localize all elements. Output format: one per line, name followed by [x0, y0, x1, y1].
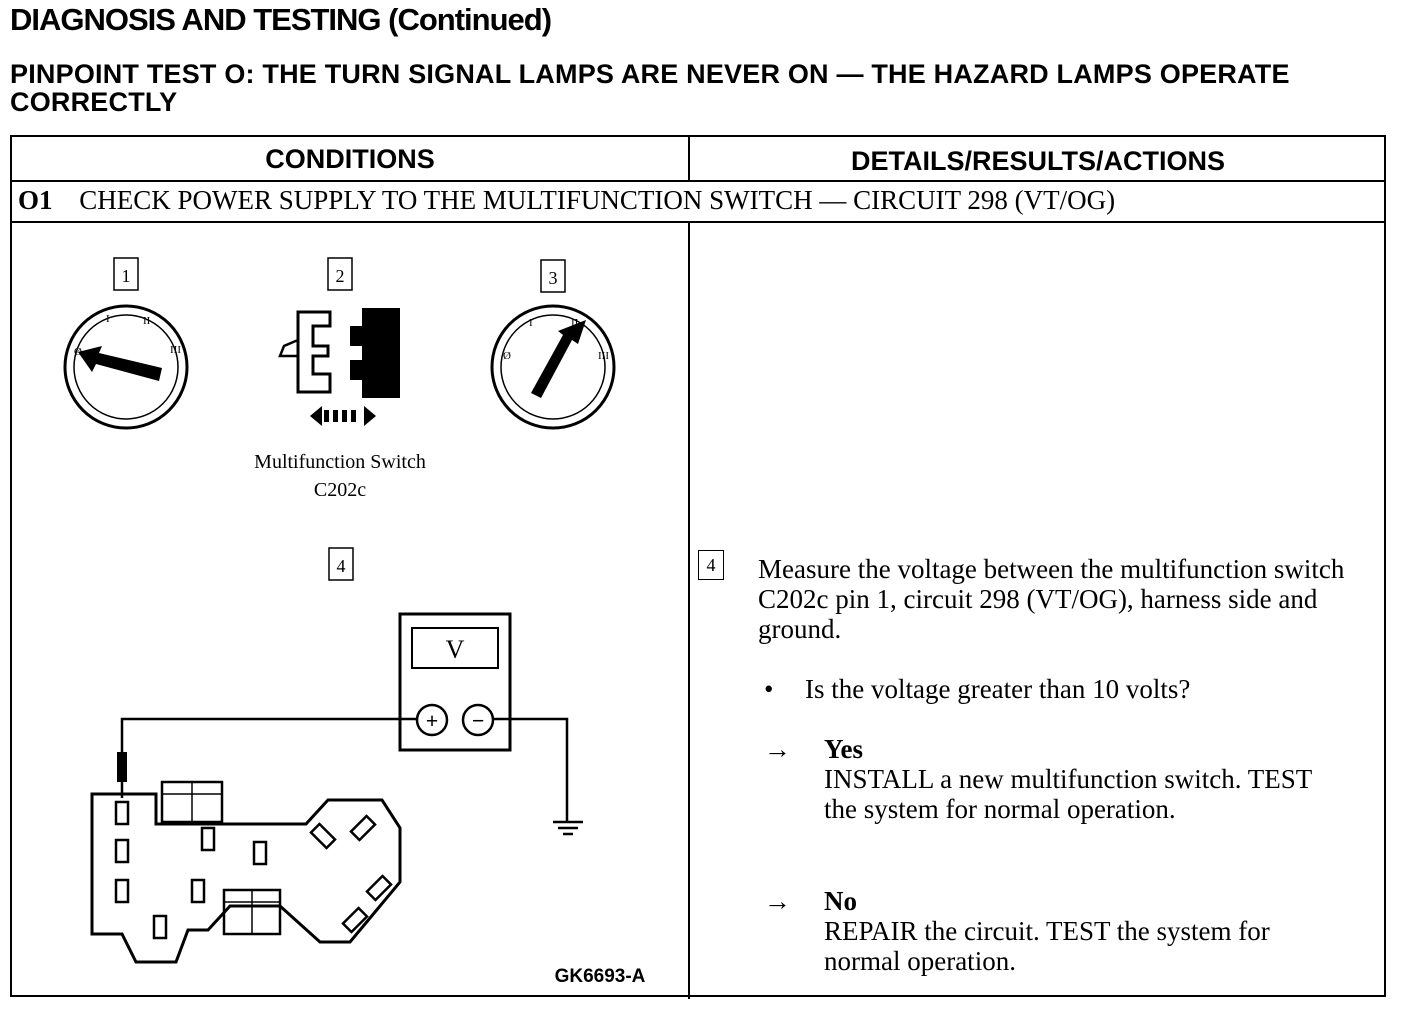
wiring-diagram: 1 2 3 Ø I II III Multifunction Switch C2… [63, 257, 646, 987]
no-text: REPAIR the circuit. TEST the system for … [824, 916, 1270, 976]
multifunction-switch-icon: Multifunction Switch C202c [254, 308, 426, 501]
conditions-header: CONDITIONS [265, 144, 435, 174]
callout-4: 4 [328, 547, 354, 581]
question-text: Is the voltage greater than 10 volts? [805, 674, 1191, 704]
yes-label: Yes [824, 734, 863, 764]
plus-terminal: + [426, 708, 439, 733]
svg-text:II: II [143, 315, 151, 327]
test-leads [117, 717, 569, 822]
svg-text:I: I [106, 313, 110, 325]
yes-text: INSTALL a new multifunction switch. TEST… [824, 764, 1312, 824]
details-header: DETAILS/RESULTS/ACTIONS [850, 146, 1225, 176]
switch-label: Multifunction Switch [254, 451, 426, 473]
figure-code: GK6693-A [555, 966, 646, 987]
step-title: CHECK POWER SUPPLY TO THE MULTIFUNCTION … [79, 185, 1116, 215]
svg-text:4: 4 [337, 556, 346, 576]
ignition-switch-run-icon: Ø I II III [490, 304, 616, 430]
svg-text:I: I [529, 317, 533, 329]
step-divider [12, 221, 1384, 223]
callout-2: 2 [327, 257, 353, 291]
voltmeter-icon: V + − [398, 612, 512, 752]
svg-text:1: 1 [122, 266, 131, 286]
step-row: O1 CHECK POWER SUPPLY TO THE MULTIFUNCTI… [18, 185, 1115, 216]
header-divider [12, 180, 1384, 182]
diagnosis-table: CONDITIONS DETAILS/RESULTS/ACTIONS O1 CH… [10, 135, 1386, 999]
header-column-divider [688, 137, 690, 181]
callout-3: 3 [540, 259, 566, 293]
action-instruction: Measure the voltage between the multifun… [758, 554, 1345, 644]
connector-c202c-icon [90, 780, 402, 964]
pinpoint-test-title: PINPOINT TEST O: THE TURN SIGNAL LAMPS A… [10, 59, 1290, 117]
arrow-right-icon: → [764, 886, 791, 916]
no-label: No [824, 886, 857, 916]
svg-text:2: 2 [336, 266, 345, 286]
document-title: DIAGNOSIS AND TESTING (Continued) [10, 2, 552, 37]
bullet-icon: • [764, 674, 774, 704]
svg-text:III: III [170, 344, 181, 356]
callout-1: 1 [113, 257, 139, 291]
body-column-divider [688, 223, 690, 999]
svg-text:III: III [598, 350, 609, 362]
svg-text:II: II [571, 317, 579, 329]
arrow-right-icon: → [764, 734, 791, 764]
meter-symbol: V [446, 635, 465, 664]
minus-terminal: − [472, 708, 485, 733]
connector-label: C202c [314, 479, 366, 501]
action-callout-4: 4 [698, 550, 724, 580]
ground-icon [553, 820, 583, 836]
svg-text:Ø: Ø [503, 350, 511, 362]
step-id: O1 [18, 185, 53, 215]
ignition-switch-off-icon: Ø I II III [63, 304, 189, 430]
svg-text:3: 3 [549, 268, 558, 288]
